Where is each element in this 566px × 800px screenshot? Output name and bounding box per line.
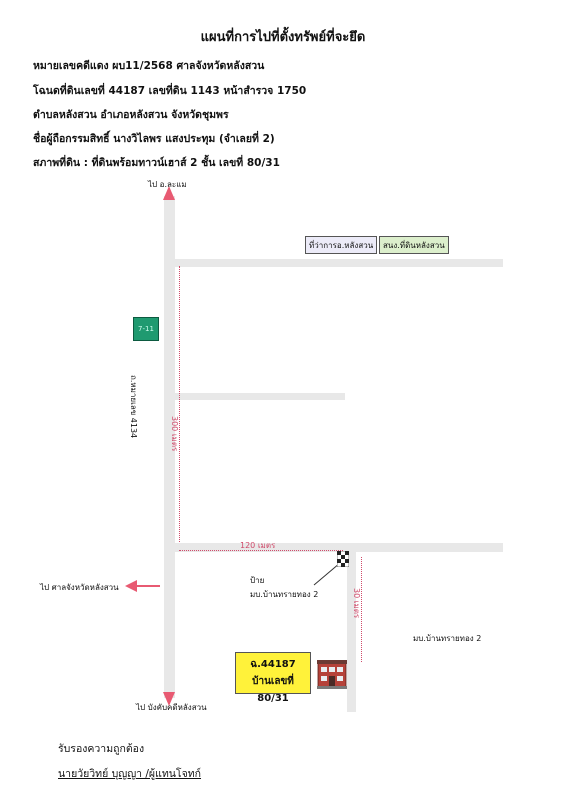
owner-info: ชื่อผู้ถือกรรมสิทธิ์ นางวิไลพร แสงประทุม… — [33, 133, 275, 145]
to-lamae-label: ไป อ.ละแม — [148, 180, 187, 189]
house-number: บ้านเลขที่ 80/31 — [252, 676, 294, 704]
case-number: หมายเลขคดีแดง ผบ11/2568 ศาลจังหวัดหลังสว… — [33, 60, 265, 72]
main-road — [164, 196, 175, 698]
certify-text: รับรองความถูกต้อง — [58, 743, 145, 755]
distance-120-label: 120 เมตร — [240, 541, 276, 550]
seven-eleven-marker: 7-11 — [133, 317, 159, 341]
townhouse-icon — [317, 660, 347, 689]
distance-120-marker — [179, 550, 343, 551]
distance-300-marker — [179, 266, 180, 542]
target-property-box: ฉ.44187 บ้านเลขที่ 80/31 — [235, 652, 311, 704]
distance-30-label: 30 เมตร — [352, 588, 361, 619]
sign-village-label: มบ.บ้านทรายทอง 2 — [250, 590, 319, 599]
soi-road — [175, 543, 503, 552]
sign-pointer-line — [313, 562, 341, 586]
to-enforcement-label: ไป บังคับคดีหลังสวน — [136, 703, 207, 712]
district-office-box: ที่ว่าการอ.หลังสวน — [305, 236, 378, 254]
deed-number: ฉ.44187 — [250, 659, 296, 670]
arrow-south-icon — [163, 692, 175, 706]
deed-info: โฉนดที่ดินเลขที่ 44187 เลขที่ดิน 1143 หน… — [33, 85, 307, 97]
location-info: ตำบลหลังสวน อำเภอหลังสวน จังหวัดชุมพร — [33, 109, 229, 121]
arrow-west-icon — [125, 580, 137, 592]
middle-cross-road — [175, 393, 345, 400]
sign-label: ป้าย — [250, 576, 265, 585]
checkered-flag-icon — [337, 551, 349, 567]
land-condition: สภาพที่ดิน : ที่ดินพร้อมทาวน์เฮาส์ 2 ชั้… — [33, 157, 280, 169]
village-road — [347, 552, 356, 712]
top-cross-road — [175, 259, 503, 267]
page-title: แผนที่การไปที่ตั้งทรัพย์ที่จะยึด — [200, 30, 366, 45]
land-office-box: สนง.ที่ดินหลังสวน — [379, 236, 449, 254]
signer-name: นายวัยวิทย์ บุญญา /ผู้แทนโจทก์ — [58, 768, 202, 780]
distance-300-label: 300 เมตร — [170, 416, 179, 452]
village-label: มบ.บ้านทรายทอง 2 — [413, 634, 482, 643]
road-name-label: ถ.หมายเลข 4134 — [129, 375, 138, 439]
arrow-north-icon — [163, 186, 175, 200]
distance-30-marker — [361, 557, 362, 662]
to-court-label: ไป ศาลจังหวัดหลังสวน — [40, 583, 119, 592]
